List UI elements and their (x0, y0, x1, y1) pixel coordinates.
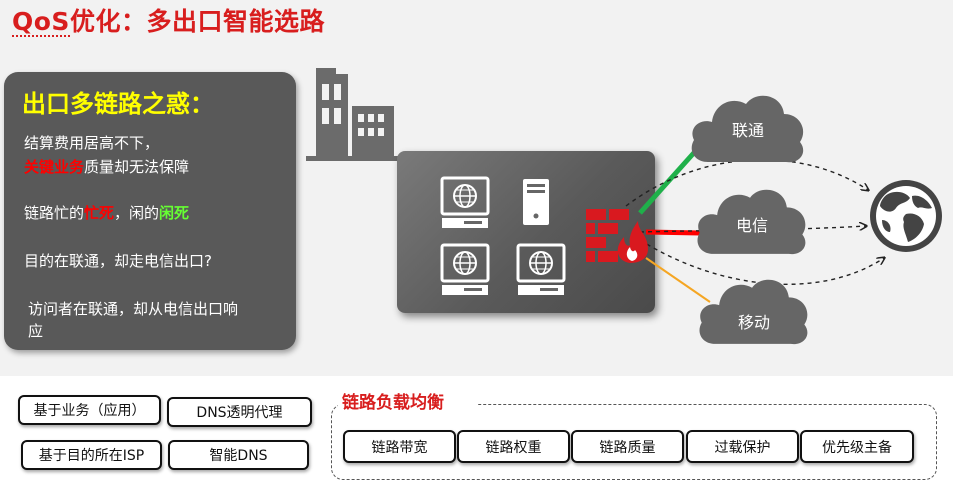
problem-line-4: 目的在联通，却走电信出口? (24, 252, 212, 270)
server-monitor-icon (440, 243, 490, 295)
strategy-by-business-button[interactable]: 基于业务（应用） (18, 395, 161, 425)
problem-line-5-cont: 应 (28, 322, 44, 340)
lb-quality-button[interactable]: 链路质量 (571, 430, 684, 463)
strategy-dns-proxy-button[interactable]: DNS透明代理 (167, 397, 312, 427)
lb-priority-backup-button[interactable]: 优先级主备 (800, 430, 914, 463)
key-business-highlight: 关键业务 (24, 158, 85, 176)
cloud-label-dianxin: 电信 (735, 216, 768, 235)
server-tower-icon (523, 179, 549, 225)
problem-line-3-b: ，闲的 (114, 204, 160, 222)
problem-line-2: 关键业务质量却无法保障 (24, 156, 189, 178)
problem-line-3: 链路忙的忙死，闲的闲死 (24, 202, 189, 224)
load-balancing-title-bg (338, 392, 478, 414)
lb-bandwidth-button[interactable]: 链路带宽 (343, 430, 456, 463)
server-monitor-icon (516, 243, 566, 295)
strategy-by-dest-isp-button[interactable]: 基于目的所在ISP (21, 440, 162, 470)
problem-panel: 出口多链路之惑： 结算费用居高不下， 关键业务质量却无法保障 链路忙的忙死，闲的… (4, 72, 296, 350)
cloud-icon-liantong (691, 95, 804, 163)
title-qos: QoS (12, 7, 70, 36)
cloud-label-yidong: 移动 (737, 313, 770, 332)
lb-weight-button[interactable]: 链路权重 (457, 430, 570, 463)
route-arrow-2 (639, 226, 866, 233)
link-dianxin (645, 229, 701, 236)
load-balancing-group (331, 404, 937, 480)
load-balancing-title: 链路负载均衡 (342, 393, 444, 413)
strategy-smart-dns-button[interactable]: 智能DNS (168, 440, 309, 470)
building-icon (306, 68, 398, 161)
cloud-icon-yidong (699, 279, 808, 345)
cloud-icon-dianxin (697, 189, 806, 255)
problem-line-2-rest: 质量却无法保障 (84, 158, 190, 176)
server-monitor-icon (440, 176, 490, 228)
busy-highlight: 忙死 (84, 204, 115, 222)
panel-heading: 出口多链路之惑： (22, 90, 214, 118)
route-arrow-1 (625, 159, 868, 207)
firewall-icon (586, 209, 648, 263)
page-title: QoS优化：多出口智能选路 (12, 2, 325, 38)
idle-highlight: 闲死 (159, 204, 190, 222)
title-rest: 优化：多出口智能选路 (69, 7, 325, 36)
problem-line-1: 结算费用居高不下， (24, 134, 160, 152)
problem-line-5: 访问者在联通，却从电信出口响 (28, 300, 239, 318)
problem-line-3-a: 链路忙的 (24, 204, 85, 222)
cloud-label-liantong: 联通 (731, 121, 764, 140)
globe-icon (870, 180, 942, 252)
lb-overload-protection-button[interactable]: 过载保护 (686, 430, 799, 463)
link-yidong (645, 257, 711, 303)
